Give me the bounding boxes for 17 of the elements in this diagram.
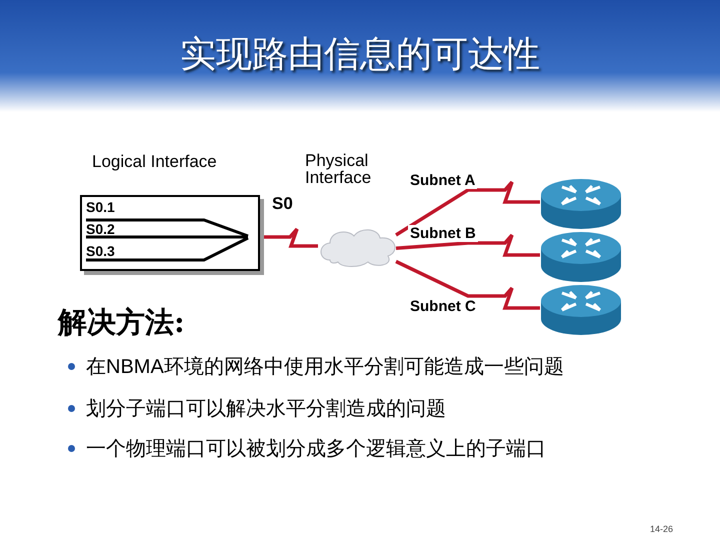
slide-title: 实现路由信息的可达性	[179, 32, 541, 76]
page-number: 14-26	[650, 524, 674, 534]
serial-link	[395, 260, 540, 310]
bullet-text: 在NBMA环境的网络中使用水平分割可能造成一些问题	[86, 355, 564, 380]
port-label: S0.2	[86, 221, 115, 237]
port-label: S0.1	[86, 199, 115, 215]
serial-link	[396, 233, 540, 257]
bullet-text: 一个物理端口可以被划分成多个逻辑意义上的子端口	[86, 437, 546, 462]
bullet-text: 划分子端口可以解决水平分割造成的问题	[86, 397, 446, 422]
interface-label: Physical Interface	[305, 152, 372, 186]
edge-label: Subnet A	[408, 172, 478, 189]
serial-link	[395, 180, 540, 236]
port-label: S0	[272, 194, 293, 214]
edge-label: Subnet B	[408, 225, 478, 242]
section-heading: 解决方法:	[58, 304, 185, 341]
box-heading: Logical Interface	[92, 152, 217, 172]
port-label: S0.3	[86, 243, 115, 259]
